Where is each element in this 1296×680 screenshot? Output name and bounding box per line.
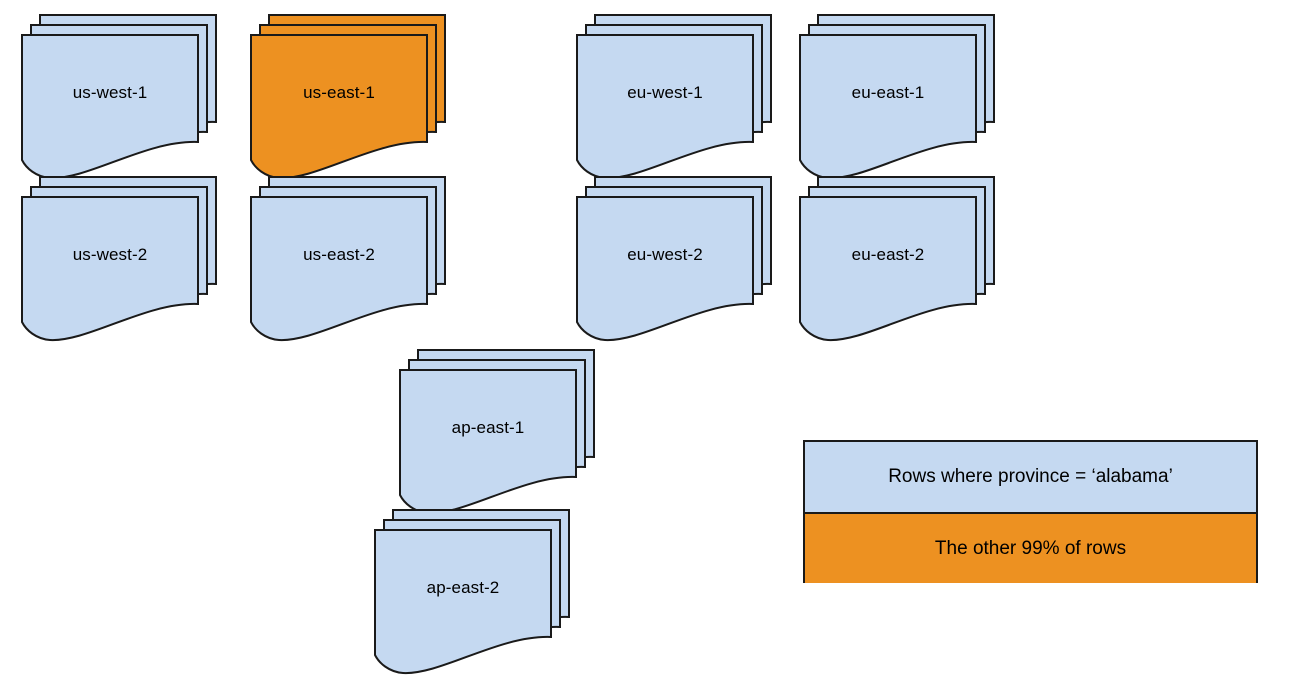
document-stack-eu-west-2[interactable]: eu-west-2 bbox=[575, 175, 797, 342]
document-sheet-front bbox=[21, 34, 199, 180]
document-sheet-front bbox=[21, 196, 199, 342]
document-stack-shape bbox=[799, 176, 995, 342]
document-stack-ap-east-1[interactable]: ap-east-1 bbox=[398, 348, 620, 515]
document-sheet-front bbox=[799, 196, 977, 342]
document-stack-us-west-1[interactable]: us-west-1 bbox=[20, 13, 242, 180]
document-stack-us-west-2[interactable]: us-west-2 bbox=[20, 175, 242, 342]
document-sheet-front bbox=[250, 196, 428, 342]
legend-item-orange: The other 99% of rows bbox=[805, 514, 1256, 583]
document-stack-shape bbox=[399, 349, 595, 515]
document-sheet-front bbox=[576, 34, 754, 180]
document-stack-eu-east-2[interactable]: eu-east-2 bbox=[798, 175, 1020, 342]
document-stack-ap-east-2[interactable]: ap-east-2 bbox=[373, 508, 595, 675]
legend-item-label: The other 99% of rows bbox=[934, 537, 1127, 559]
document-stack-shape bbox=[374, 509, 570, 675]
document-stack-us-east-1[interactable]: us-east-1 bbox=[249, 13, 471, 180]
document-sheet-front bbox=[576, 196, 754, 342]
legend-item-label: Rows where province = ‘alabama’ bbox=[888, 466, 1173, 487]
document-sheet-front bbox=[799, 34, 977, 180]
document-stack-us-east-2[interactable]: us-east-2 bbox=[249, 175, 471, 342]
legend-item-blue: Rows where province = ‘alabama’ bbox=[805, 442, 1256, 514]
legend: Rows where province = ‘alabama’ The other… bbox=[803, 440, 1258, 583]
document-sheet-front bbox=[250, 34, 428, 180]
document-stack-shape bbox=[576, 176, 772, 342]
document-stack-shape bbox=[21, 14, 217, 180]
document-stack-shape bbox=[250, 14, 446, 180]
document-sheet-front bbox=[374, 529, 552, 675]
document-sheet-front bbox=[399, 369, 577, 515]
document-stack-shape bbox=[21, 176, 217, 342]
document-stack-shape bbox=[576, 14, 772, 180]
document-stack-shape bbox=[250, 176, 446, 342]
document-stack-shape bbox=[799, 14, 995, 180]
document-stack-eu-east-1[interactable]: eu-east-1 bbox=[798, 13, 1020, 180]
document-stack-eu-west-1[interactable]: eu-west-1 bbox=[575, 13, 797, 180]
